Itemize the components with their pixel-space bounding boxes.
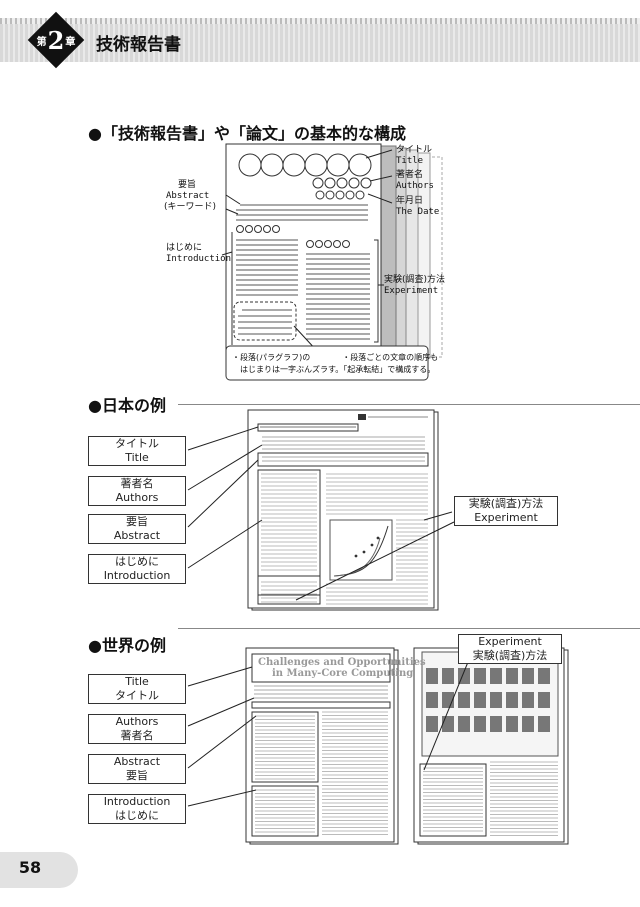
figure-block — [490, 716, 502, 732]
chapter-badge: 第 2 章 — [30, 22, 82, 58]
figure-block — [522, 668, 534, 684]
note-line-2: はじまりは一字ぶんズラす。「起承転結」で構成する。 — [232, 365, 436, 374]
label-abstract-jp: 要旨 — [178, 180, 197, 190]
figure-block — [522, 716, 534, 732]
figure-block — [506, 716, 518, 732]
label-date-jp: 年月日 — [396, 196, 424, 206]
page-number: 58 — [18, 858, 42, 877]
label-title-en: Title — [396, 156, 424, 166]
label-intro-en: Introduction — [166, 254, 232, 264]
title-circles — [238, 153, 372, 177]
page-number-tab — [0, 852, 78, 888]
section1-title: ●「技術報告書」や「論文」の基本的な構成 — [88, 124, 406, 143]
chapter-title: 技術報告書 — [96, 35, 181, 55]
right-column — [306, 239, 379, 343]
figure-block — [426, 716, 438, 732]
figure-block — [490, 692, 502, 708]
label-title-jp: タイトル — [396, 145, 433, 155]
figure-block — [538, 692, 550, 708]
section2-pointers — [187, 426, 455, 601]
figure-block — [458, 716, 470, 732]
figure-block — [538, 668, 550, 684]
author-circles — [312, 177, 372, 200]
world-paper-example-left — [245, 647, 399, 845]
section3-title: ●世界の例 — [88, 636, 166, 655]
figure-block — [426, 692, 438, 708]
chapter-number: 2 — [47, 25, 65, 55]
abstract-lines — [236, 204, 368, 221]
figure-block — [506, 692, 518, 708]
note-line-1: ・段落(パラグラフ)の ・段落ごとの文章の順序も — [232, 353, 439, 362]
section3-pointers — [187, 661, 469, 807]
section3-rule — [178, 628, 640, 629]
label-date-en: The Date — [396, 207, 440, 217]
figure-block — [474, 692, 486, 708]
figure-block — [474, 668, 486, 684]
section2-rule — [178, 404, 640, 405]
paper-title-line-1: Challenges and Opportunities — [258, 657, 426, 668]
paper-title-line-2: in Many-Core Computing — [272, 668, 414, 679]
figure-block — [458, 692, 470, 708]
figure-block — [442, 716, 454, 732]
figure-block — [426, 668, 438, 684]
section2-title: ●日本の例 — [88, 396, 166, 415]
figure-block — [442, 668, 454, 684]
label-experiment-en: Experiment — [384, 286, 439, 296]
figure-block — [522, 692, 534, 708]
figure-block — [506, 668, 518, 684]
header-band — [0, 18, 640, 62]
figure-block — [474, 716, 486, 732]
label-authors-en: Authors — [396, 181, 434, 191]
japanese-paper-example — [247, 409, 439, 611]
note-box — [225, 345, 429, 381]
left-column — [231, 225, 298, 345]
label-experiment-jp: 実験(調査)方法 — [384, 275, 446, 285]
label-intro-jp: はじめに — [166, 243, 203, 253]
label-authors-jp: 著者名 — [396, 170, 424, 180]
chapter-prefix: 第 — [36, 36, 47, 48]
label-abstract-en: Abstract — [166, 191, 210, 201]
figure-block — [538, 716, 550, 732]
chapter-suffix: 章 — [65, 36, 76, 48]
label-keywords: (キーワード) — [164, 202, 217, 212]
world-paper-example-right — [413, 647, 569, 845]
figure-block — [490, 668, 502, 684]
